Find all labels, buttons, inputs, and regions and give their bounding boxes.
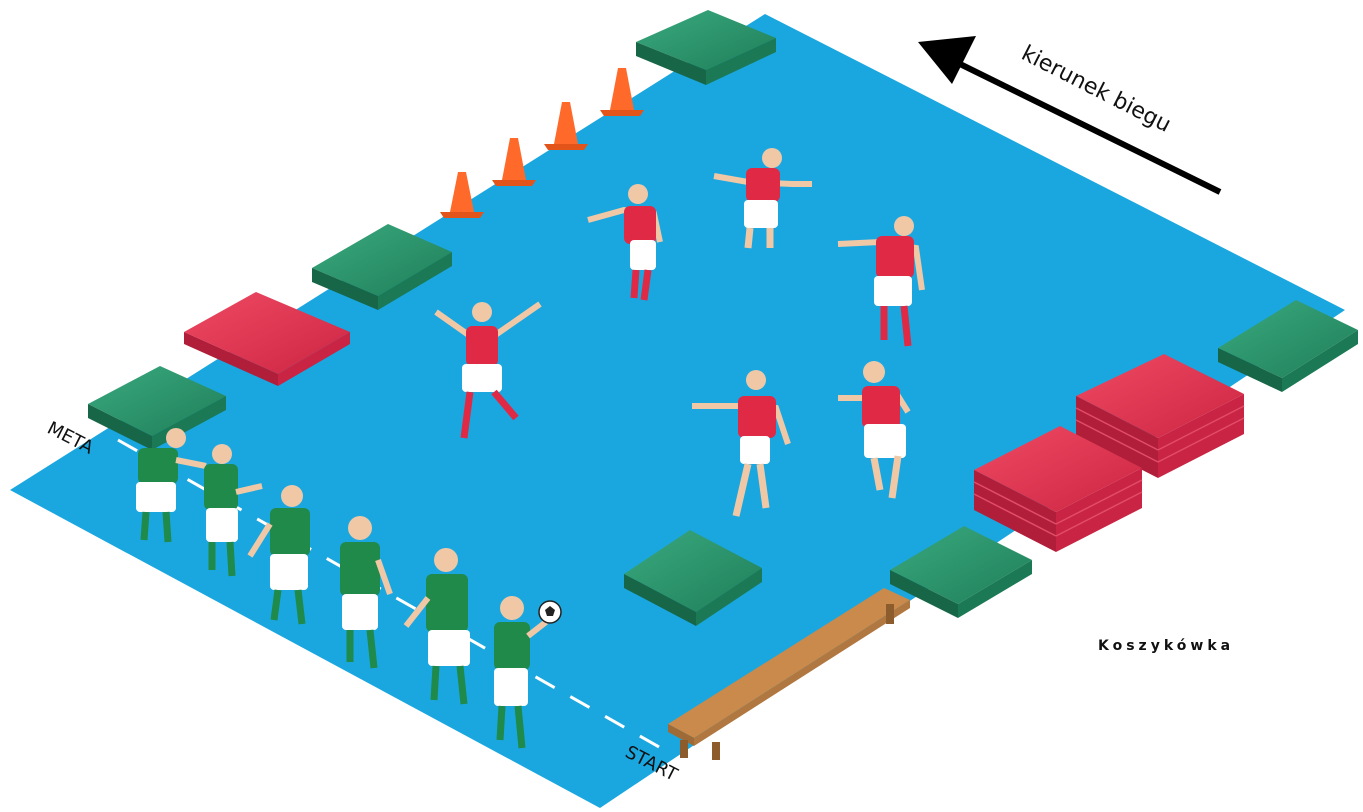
page-title: Koszykówka <box>1098 638 1234 654</box>
direction-label: kierunek biegu <box>1017 41 1175 138</box>
soccer-ball-icon <box>539 601 561 623</box>
